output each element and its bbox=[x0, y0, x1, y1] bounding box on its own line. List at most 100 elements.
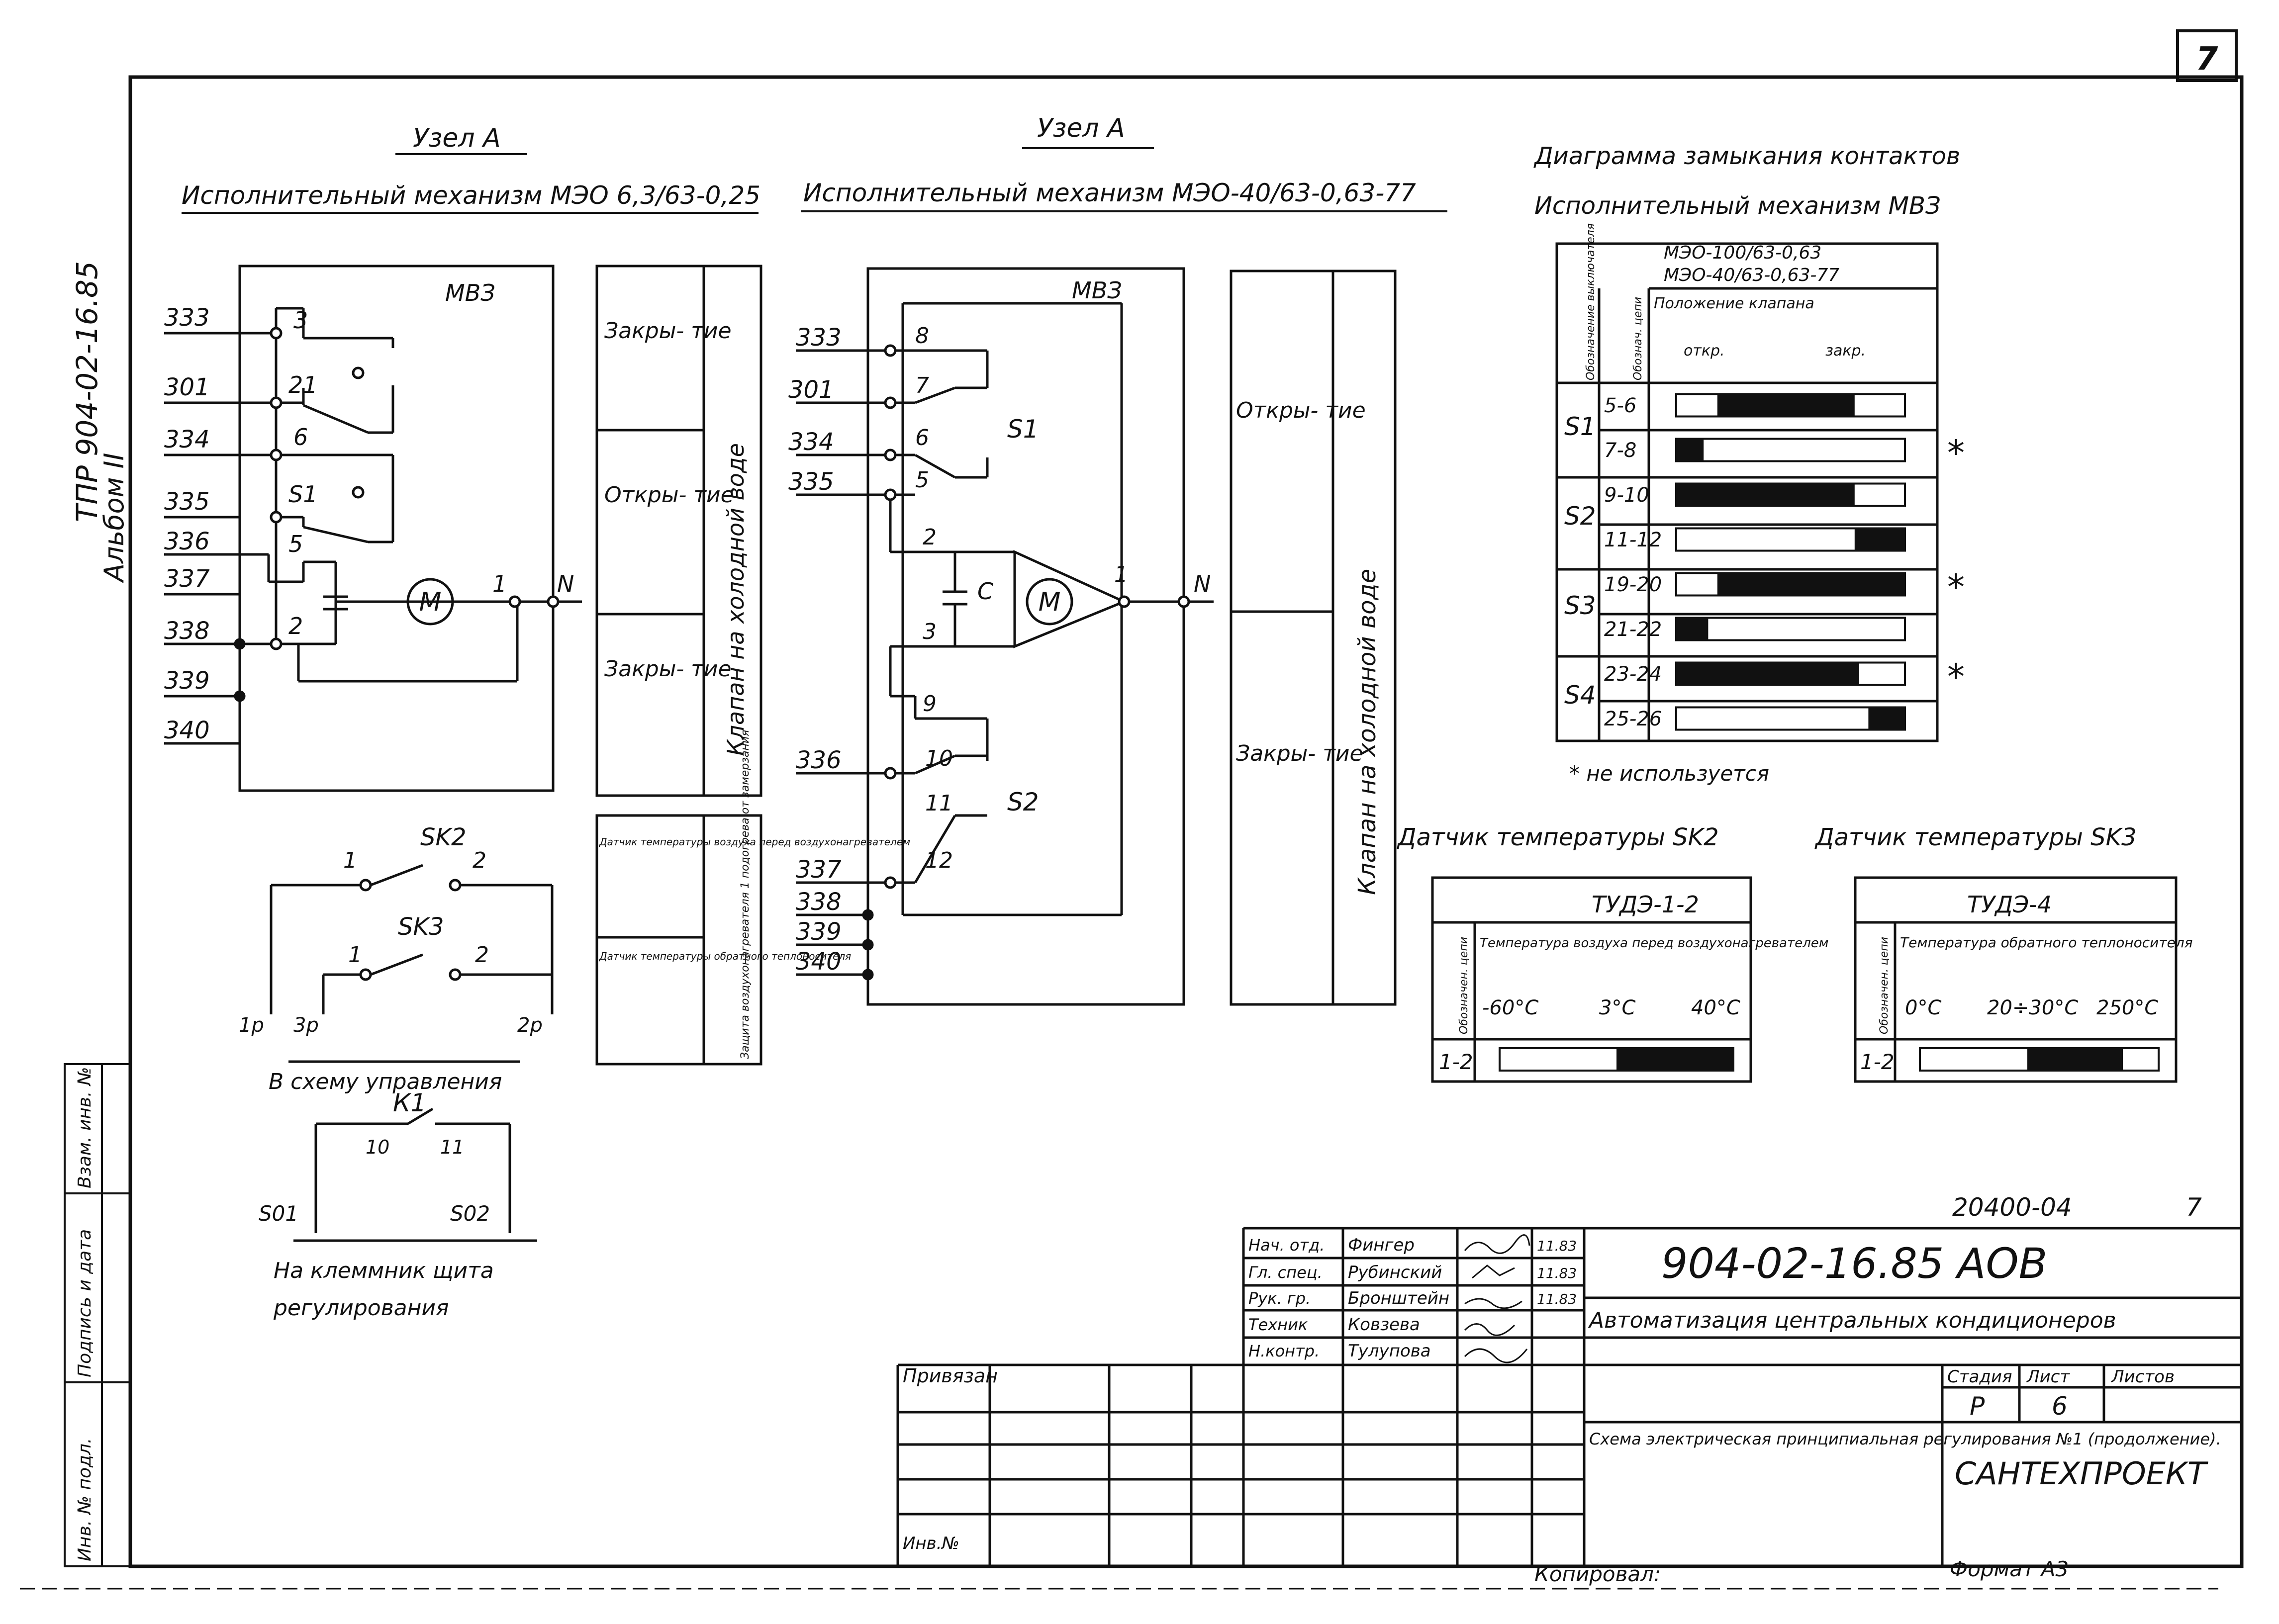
svg-text:10: 10 bbox=[925, 746, 953, 771]
left-mechanism: Исполнительный механизм МЭО 6,3/63-0,25 bbox=[182, 181, 760, 210]
svg-text:8: 8 bbox=[915, 323, 929, 349]
svg-text:6: 6 bbox=[915, 425, 929, 451]
diagram-circ-label: 5-6 bbox=[1604, 394, 1636, 417]
sk2-model: ТУДЭ-1-2 bbox=[1592, 891, 1699, 918]
sk2-scale-0: -60°С bbox=[1482, 996, 1538, 1019]
diagram-bar-fill bbox=[1717, 573, 1905, 596]
footer-copied: Копировал: bbox=[1534, 1562, 1661, 1586]
svg-text:336: 336 bbox=[796, 746, 842, 774]
sk3-circ: 1-2 bbox=[1860, 1050, 1895, 1074]
diagram-bar-frame bbox=[1675, 617, 1906, 641]
svg-text:2р: 2р bbox=[517, 1014, 543, 1037]
middle-s1: S1 bbox=[1007, 415, 1039, 444]
sk-circuit bbox=[270, 864, 554, 1242]
diagram-otkr: откр. bbox=[1684, 342, 1725, 360]
svg-text:На клеммник щита: На клеммник щита bbox=[274, 1258, 494, 1283]
stamp-signatures bbox=[1464, 1234, 1530, 1363]
svg-text:Гл. спец.: Гл. спец. bbox=[1248, 1263, 1323, 1282]
diagram-bars: 5-6S17-8*9-10S211-1219-20S3*21-2223-24S4… bbox=[1564, 393, 1965, 731]
svg-text:Рубинский: Рубинский bbox=[1348, 1263, 1442, 1282]
svg-text:Ковзева: Ковзева bbox=[1348, 1315, 1420, 1335]
sk2-table bbox=[1431, 876, 1752, 1083]
diagram-circ-label: 23-24 bbox=[1604, 663, 1662, 686]
svg-text:1: 1 bbox=[1114, 562, 1128, 587]
sk3-col-a: Обозначен. цепи bbox=[1878, 937, 1891, 1034]
diagram-bar-fill bbox=[1676, 483, 1855, 506]
svg-text:338: 338 bbox=[796, 888, 842, 916]
svg-text:11.83: 11.83 bbox=[1537, 1265, 1577, 1281]
svg-text:337: 337 bbox=[796, 856, 842, 884]
svg-text:301: 301 bbox=[788, 376, 834, 404]
svg-text:12: 12 bbox=[925, 848, 953, 873]
svg-text:3: 3 bbox=[293, 307, 308, 334]
sk2-range-fill bbox=[1616, 1048, 1733, 1071]
svg-text:2: 2 bbox=[288, 613, 303, 639]
left-neutral: N bbox=[557, 570, 574, 597]
left-sensor-side: Защита воздухонагревателя 1 подогрева от… bbox=[739, 730, 752, 1059]
svg-text:21: 21 bbox=[288, 371, 318, 398]
svg-text:337: 337 bbox=[164, 565, 210, 593]
middle-cap: C bbox=[977, 578, 993, 605]
svg-text:Бронштейн: Бронштейн bbox=[1348, 1288, 1449, 1308]
left-function-table bbox=[595, 265, 762, 1066]
diagram-head2: МЭО-40/63-0,63-77 bbox=[1664, 265, 1839, 285]
diagram-zakr: закр. bbox=[1825, 342, 1866, 360]
sheet-code: 20400-04 bbox=[1952, 1193, 2072, 1222]
svg-text:339: 339 bbox=[164, 667, 210, 695]
left-sensor1: Датчик температуры воздуха перед воздухо… bbox=[599, 836, 910, 848]
svg-text:2: 2 bbox=[923, 525, 937, 550]
sk2-scale-1: 3°С bbox=[1599, 996, 1635, 1019]
title-block-grid bbox=[896, 1227, 2242, 1566]
middle-neutral: N bbox=[1194, 570, 1211, 597]
svg-text:5: 5 bbox=[915, 467, 929, 493]
svg-text:339: 339 bbox=[796, 918, 842, 946]
svg-text:9: 9 bbox=[923, 691, 937, 717]
svg-text:10: 10 bbox=[366, 1136, 389, 1158]
svg-text:7: 7 bbox=[915, 373, 929, 398]
svg-text:S01: S01 bbox=[259, 1201, 298, 1226]
svg-text:Фингер: Фингер bbox=[1348, 1235, 1415, 1255]
diagram-star: * bbox=[1947, 567, 1965, 608]
sheet-code-page: 7 bbox=[2186, 1193, 2202, 1222]
sk3-model: ТУДЭ-4 bbox=[1967, 891, 2052, 918]
sk3-heading: Температура обратного теплоносителя bbox=[1900, 934, 2193, 951]
svg-text:11.83: 11.83 bbox=[1537, 1238, 1577, 1254]
sk2-scale-2: 40°С bbox=[1691, 996, 1740, 1019]
sheet-frame bbox=[20, 29, 2244, 1590]
diagram-col-a: Обозначение выключателя bbox=[1585, 223, 1597, 380]
left-terminal-labels: 333 301 334 335 336 337 338 339 340 bbox=[164, 304, 210, 744]
svg-text:S1: S1 bbox=[288, 481, 317, 508]
diagram-circ-label: 21-22 bbox=[1604, 618, 1662, 641]
svg-text:2: 2 bbox=[473, 848, 486, 873]
stamp-subject: Автоматизация центральных кондиционеров bbox=[1588, 1308, 2116, 1333]
diagram-col-c: Положение клапана bbox=[1654, 295, 1814, 312]
left-contact-labels: 3 21 6 S1 5 2 1 bbox=[288, 307, 507, 639]
svg-text:Нач. отд.: Нач. отд. bbox=[1248, 1236, 1325, 1255]
left-box-label: МВЗ bbox=[445, 279, 495, 306]
sk2-title: Датчик температуры SK2 bbox=[1397, 823, 1719, 851]
svg-text:SK3: SK3 bbox=[398, 913, 444, 941]
diagram-switch-label: S3 bbox=[1564, 591, 1596, 620]
side-code: ТПР 904-02-16.85 bbox=[70, 261, 104, 522]
stamp-sheets-h: Листов bbox=[2110, 1367, 2175, 1387]
diagram-bar-fill bbox=[1676, 662, 1859, 685]
diagram-circ-label: 19-20 bbox=[1604, 573, 1662, 596]
middle-func-1: Откры- тие bbox=[1236, 398, 1366, 423]
svg-text:336: 336 bbox=[164, 528, 210, 555]
diagram-bar-fill bbox=[1676, 618, 1709, 640]
svg-text:6: 6 bbox=[293, 424, 308, 451]
svg-text:К1: К1 bbox=[393, 1088, 426, 1117]
middle-func-2: Закры- тие bbox=[1236, 741, 1363, 766]
svg-text:11: 11 bbox=[440, 1136, 464, 1158]
svg-text:333: 333 bbox=[796, 324, 842, 352]
diagram-circ-label: 9-10 bbox=[1604, 484, 1649, 507]
sk2-heading: Температура воздуха перед воздухонагрева… bbox=[1480, 936, 1828, 951]
left-sensor2: Датчик температуры обратного теплоносите… bbox=[599, 950, 851, 962]
left-func-3: Закры- тие bbox=[604, 656, 732, 682]
svg-text:SK2: SK2 bbox=[420, 823, 466, 851]
svg-text:Рук. гр.: Рук. гр. bbox=[1248, 1289, 1311, 1308]
middle-func-side: Клапан на холодной воде bbox=[1353, 569, 1381, 895]
svg-text:11: 11 bbox=[925, 791, 953, 816]
svg-text:S02: S02 bbox=[450, 1201, 490, 1226]
footer-format: Формат А3 bbox=[1950, 1557, 2069, 1581]
